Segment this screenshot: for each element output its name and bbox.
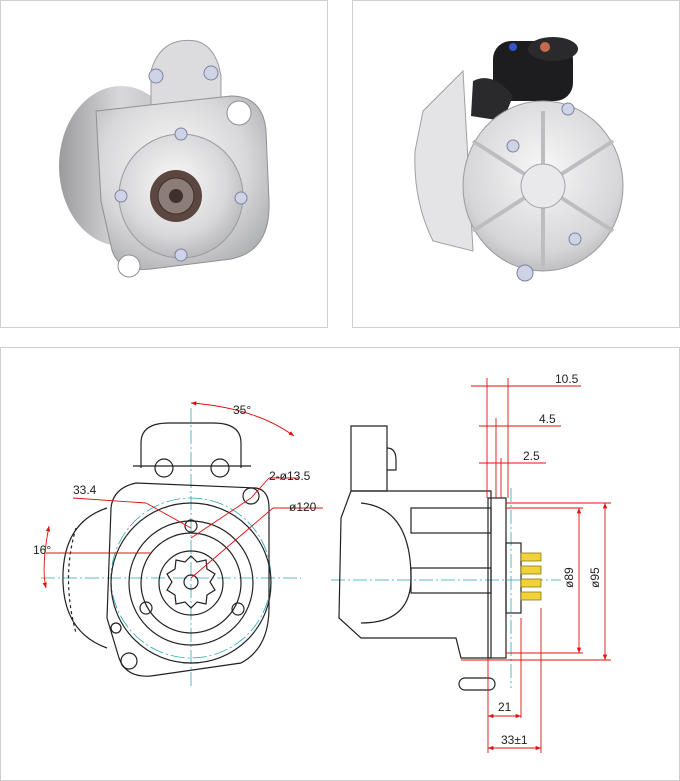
- photo-rear-view: [352, 0, 680, 328]
- dimension-drawing: 35° 2-ø13.5 ø120 33.4 16°: [33, 372, 611, 753]
- dim-4-5-label: 4.5: [539, 412, 556, 426]
- starter-motor-rear-photo: [414, 37, 624, 282]
- starter-motor-front-photo: [59, 39, 270, 278]
- dia-95-label: ø95: [588, 567, 602, 588]
- front-view: 35° 2-ø13.5 ø120 33.4 16°: [33, 401, 323, 688]
- dim-33-label: 33±1: [501, 733, 528, 747]
- dim-21-label: 21: [498, 700, 512, 714]
- offset-label: 33.4: [73, 483, 97, 497]
- angle-left-label: 16°: [33, 543, 51, 557]
- dia-89-label: ø89: [562, 567, 576, 588]
- dim-2-5-label: 2.5: [523, 449, 540, 463]
- pinion-gear-icon: [157, 177, 195, 215]
- side-view: 10.5 4.5 2.5 ø89 ø95 21 33±1: [331, 372, 611, 753]
- pcd-label: ø120: [289, 500, 317, 514]
- photo-front-view: [0, 0, 328, 328]
- bolt-holes-label: 2-ø13.5: [269, 469, 311, 483]
- dim-10-5-label: 10.5: [555, 372, 579, 386]
- angle-top-label: 35°: [233, 403, 251, 417]
- technical-drawing: 35° 2-ø13.5 ø120 33.4 16°: [0, 347, 680, 781]
